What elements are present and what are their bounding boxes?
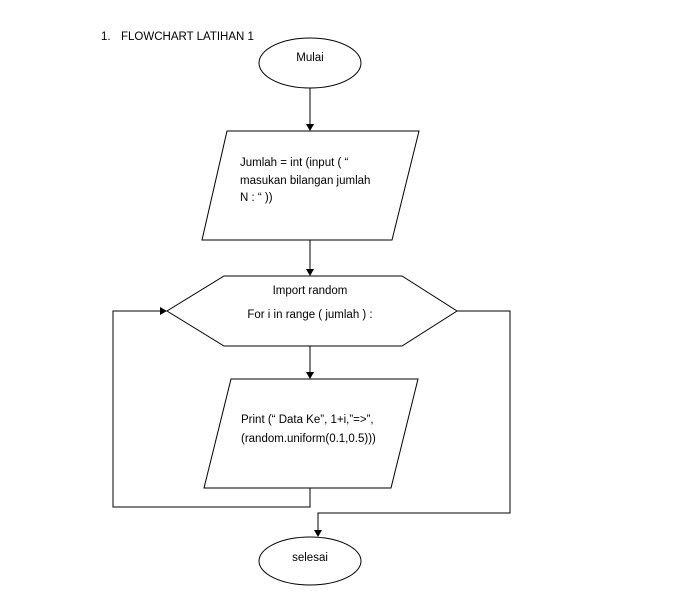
- arrowhead-loop: [306, 269, 314, 276]
- start-terminal-label: Mulai: [296, 52, 323, 64]
- arrowhead-end: [314, 530, 322, 537]
- arrowhead-output: [306, 372, 314, 379]
- loop-text-line-1: Import random: [273, 285, 348, 297]
- output-text-line-2: (random.uniform(0.1,0.5))): [241, 433, 376, 445]
- heading-number: 1.: [101, 31, 111, 43]
- arrowhead-input: [306, 124, 314, 131]
- page-title: FLOWCHART LATIHAN 1: [121, 31, 254, 43]
- arrowhead-loop-back: [160, 307, 167, 315]
- output-parallelogram-shape: [203, 378, 419, 489]
- input-text-line-3: N : “ )): [240, 192, 273, 204]
- connector-loop-exit: [317, 310, 511, 530]
- loop-text-line-2: For i in range ( jumlah ) :: [247, 309, 372, 321]
- input-parallelogram-shape: [201, 130, 420, 241]
- output-process: Print (“ Data Ke”, 1+i,”=>”, (random.uni…: [203, 378, 419, 489]
- end-terminal: selesai: [258, 536, 362, 586]
- end-terminal-label: selesai: [292, 552, 328, 564]
- output-text-line-1: Print (“ Data Ke”, 1+i,”=>”,: [241, 414, 374, 426]
- input-text-line-2: masukan bilangan jumlah: [240, 175, 370, 187]
- connector-loop-back: [112, 310, 311, 508]
- loop-preparation: Import random For i in range ( jumlah ) …: [166, 275, 458, 347]
- input-text-line-1: Jumlah = int (input ( “: [240, 157, 349, 169]
- input-process: Jumlah = int (input ( “ masukan bilangan…: [201, 130, 420, 241]
- end-terminal-shape: [258, 536, 362, 586]
- start-terminal: Mulai: [258, 37, 362, 89]
